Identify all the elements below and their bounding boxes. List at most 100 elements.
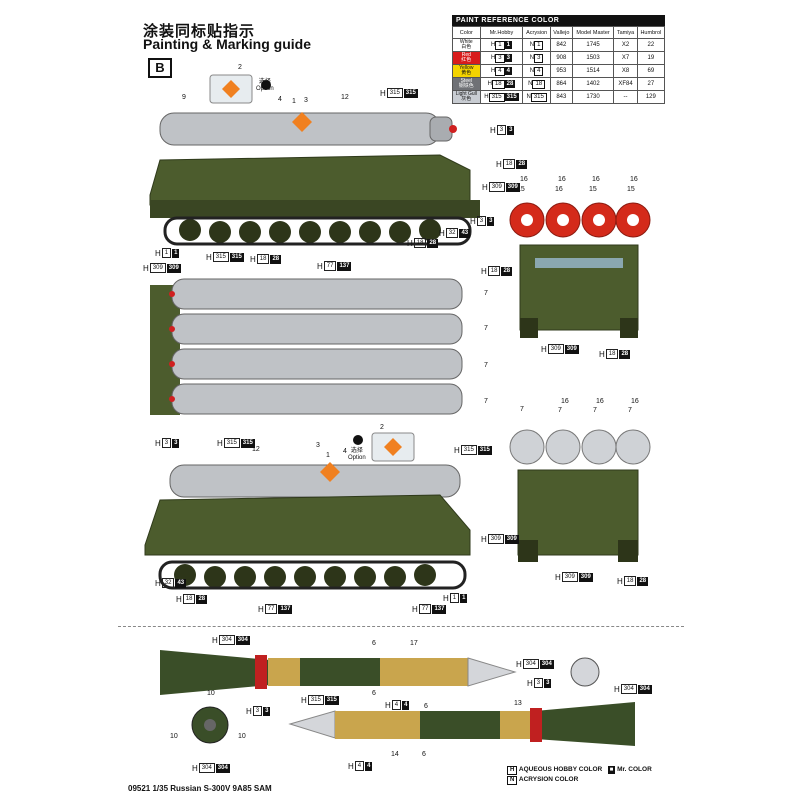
- option-number: 2: [380, 424, 384, 431]
- top-side-hull: [149, 154, 480, 246]
- top-view: [150, 278, 463, 415]
- option-label-cn: 选择: [258, 79, 271, 85]
- option-decal-top: [209, 74, 271, 104]
- vallejo-code: 908: [549, 51, 573, 65]
- warning-decal-icon: [292, 112, 312, 132]
- missile-upper: [160, 650, 517, 695]
- part-number: 16: [630, 176, 638, 183]
- col-header: Model Master: [571, 26, 615, 39]
- part-number: 3: [316, 442, 320, 449]
- rear-view-raised: [509, 429, 651, 562]
- part-number: 14: [391, 751, 399, 758]
- tamiya-code: X7: [613, 51, 638, 65]
- tamiya-code: --: [613, 90, 638, 104]
- humbrol-code: 129: [636, 90, 666, 104]
- part-number: 7: [484, 325, 488, 332]
- part-number: 10: [238, 733, 246, 740]
- part-number: 3: [304, 97, 308, 104]
- part-number: 7: [593, 407, 597, 414]
- paint-reference-title: PAINT REFERENCE COLOR: [452, 15, 665, 26]
- option-number: 2: [238, 64, 242, 71]
- color-code-legend: H AQUEOUS HOBBY COLOR ■ Mr. COLOR N ACRY…: [507, 765, 652, 785]
- part-number: 7: [484, 290, 488, 297]
- section-divider: [118, 626, 684, 627]
- tamiya-code: X2: [613, 38, 638, 52]
- vallejo-code: 953: [549, 64, 573, 78]
- col-header: Color: [452, 26, 481, 39]
- humbrol-code: 19: [636, 51, 666, 65]
- part-number: 9: [182, 94, 186, 101]
- model-master-code: 1730: [571, 90, 615, 104]
- model-master-code: 1745: [571, 38, 615, 52]
- part-number: 15: [627, 186, 635, 193]
- page-title-chinese: 涂装同标贴指示: [143, 23, 256, 40]
- part-number: 16: [520, 176, 528, 183]
- col-header: Tamiya: [613, 26, 638, 39]
- part-number: 16: [596, 398, 604, 405]
- top-side-launcher: [159, 112, 457, 146]
- part-number: 12: [252, 446, 260, 453]
- part-number: 6: [424, 703, 428, 710]
- col-header: Humbrol: [636, 26, 666, 39]
- option-label: 选择 Option: [348, 448, 366, 462]
- option-label-en: Option: [256, 86, 274, 92]
- color-table: Color Mr.Hobby Acrysion Vallejo Model Ma…: [452, 26, 666, 104]
- part-number: 7: [484, 362, 488, 369]
- part-number: 6: [422, 751, 426, 758]
- part-number: 16: [561, 398, 569, 405]
- legend-acrysion: N ACRYSION COLOR: [507, 775, 652, 785]
- model-master-code: 1503: [571, 51, 615, 65]
- front-view-raised: [509, 202, 651, 338]
- part-number: 7: [558, 407, 562, 414]
- humbrol-code: 69: [636, 64, 666, 78]
- part-number: 16: [558, 176, 566, 183]
- col-header: Vallejo: [549, 26, 573, 39]
- tamiya-code: XF84: [613, 77, 638, 91]
- option-label: 选择 Option: [256, 79, 274, 93]
- part-number: 7: [628, 407, 632, 414]
- part-number: 17: [410, 640, 418, 647]
- part-number: 16: [555, 186, 563, 193]
- part-number: 1: [326, 452, 330, 459]
- part-number: 10: [170, 733, 178, 740]
- humbrol-code: 22: [636, 38, 666, 52]
- part-number: 4: [343, 448, 347, 455]
- option-label-cn: 选择: [350, 448, 363, 454]
